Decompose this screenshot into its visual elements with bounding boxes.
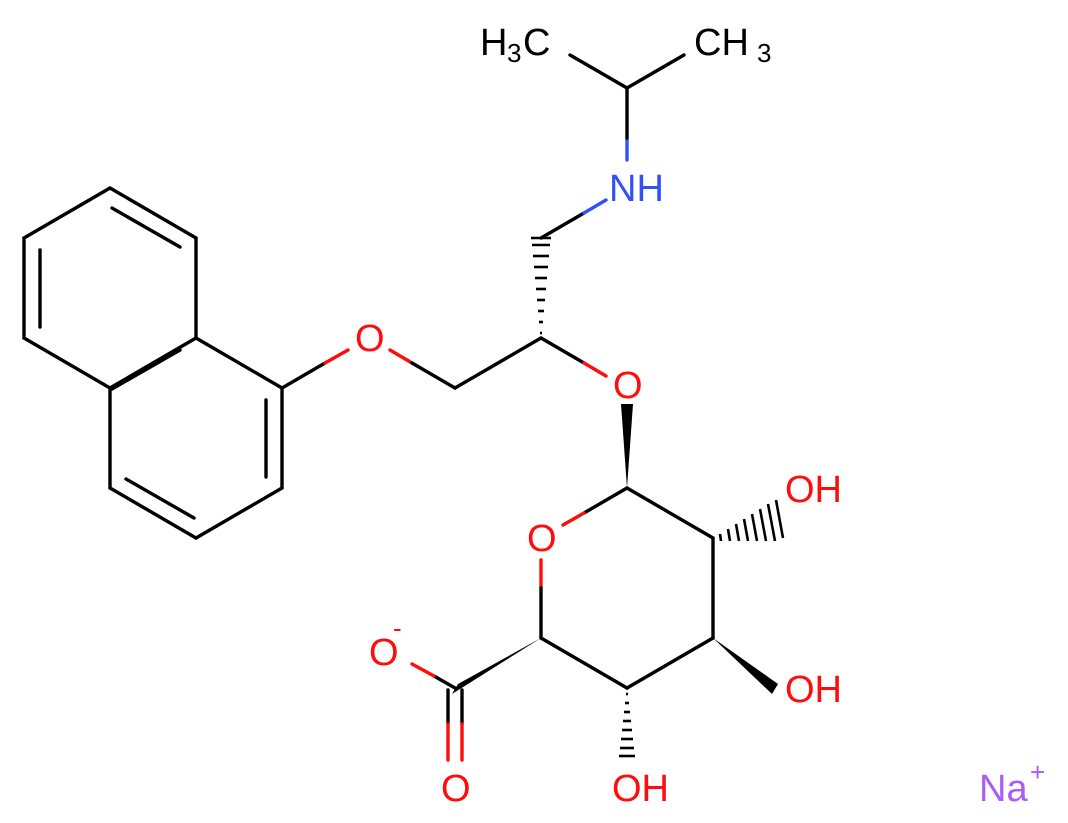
methyl-left-c: C [523, 22, 550, 64]
bond [194, 486, 284, 540]
sodium-charge: + [1030, 757, 1045, 787]
hash-line [766, 503, 777, 542]
bond [108, 486, 198, 540]
hydroxyl-top-label: OH [785, 469, 842, 511]
sugar-ring-bonds [539, 404, 715, 690]
double-bond-inner [110, 206, 182, 249]
sodium-label: Na [979, 768, 1028, 810]
bond [194, 336, 284, 390]
hydroxyl-middle-label: OH [785, 669, 842, 711]
ring-oxygen-label: O [527, 518, 557, 560]
carboxylate-oxygen-label: O [369, 632, 399, 674]
wedge-bond [713, 638, 778, 694]
hash-line [734, 523, 741, 542]
bond [539, 336, 586, 365]
bond [539, 636, 629, 690]
hash-line [726, 528, 732, 542]
bond [388, 348, 414, 365]
bond [582, 486, 629, 515]
bond [539, 211, 586, 240]
naphthalene-bonds [22, 186, 284, 540]
bond [582, 361, 608, 378]
hashed-oh-top [718, 499, 785, 542]
bond [561, 511, 586, 527]
bond [582, 198, 608, 215]
double-bond-inner [124, 477, 196, 520]
ether-chain-bonds [280, 336, 608, 390]
bond [568, 53, 629, 90]
amine-bonds [539, 53, 686, 240]
carbonyl-oxygen-label: O [441, 768, 471, 810]
bond [625, 486, 715, 540]
hash-line [718, 533, 723, 542]
hash-line [750, 513, 759, 542]
bond [410, 361, 457, 390]
amine-nh-label: NH [609, 168, 664, 210]
bond [432, 674, 457, 690]
methyl-left-h: H [480, 22, 507, 64]
bond [280, 361, 327, 390]
hash-line [758, 508, 768, 542]
bond [625, 636, 715, 690]
wedge-bond [452, 638, 541, 694]
methyl-right-ch: CH [694, 22, 749, 64]
bond [22, 186, 112, 240]
hydroxyl-bottom-label: OH [612, 768, 669, 810]
bond [108, 186, 198, 240]
hash-line [742, 518, 750, 542]
glycoside-oxygen-label: O [613, 365, 643, 407]
hash-line [774, 499, 785, 539]
bond [108, 336, 198, 390]
wedge-bond [621, 404, 633, 488]
ether-oxygen-label: O [355, 318, 385, 360]
bond [22, 336, 112, 390]
bond [625, 53, 686, 90]
hashed-stereo-bond [531, 236, 551, 335]
bond [453, 336, 543, 390]
carboxylate-bonds [410, 662, 464, 762]
double-bond-inner [110, 348, 182, 391]
methyl-right-subscript: 3 [757, 38, 771, 68]
methyl-left-subscript: 3 [507, 38, 521, 68]
hashed-oh-bottom [619, 692, 635, 758]
bond [410, 662, 436, 678]
bond [323, 348, 350, 365]
carboxylate-charge: - [393, 613, 402, 643]
